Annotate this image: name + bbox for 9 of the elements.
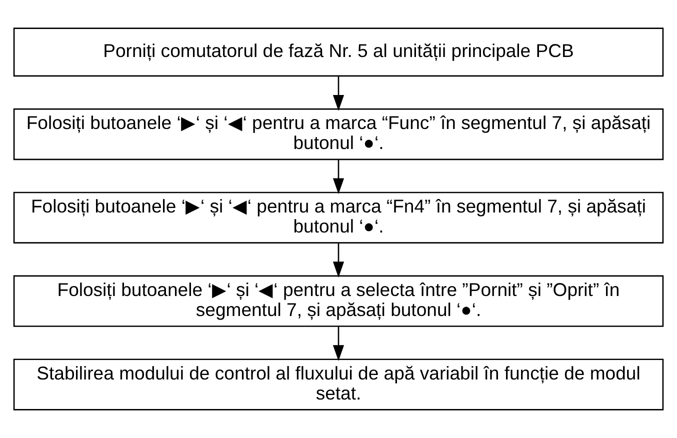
arrow [332, 243, 344, 278]
arrow [332, 76, 344, 111]
arrow [332, 160, 344, 194]
node-box: Folosiți butoanele ‘▶‘ și ‘◀‘ pentru a marca “Fn4” în segmentul 7, și apăsați butonul ‘●‘. [13, 192, 664, 244]
node-box: Stabilirea modului de control al fluxului de apă variabil în funcție de modul setat. [13, 358, 664, 410]
arrow [332, 326, 344, 361]
node-box: Porniți comutatorul de fază Nr. 5 al unității principale PCB [13, 28, 664, 77]
node-box: Folosiți butoanele ‘▶‘ și ‘◀‘ pentru a selecta între ”Pornit” și ”Oprit” în segmentul 7, și apăsați butonul ‘●‘. [13, 275, 664, 327]
node-box: Folosiți butoanele ‘▶‘ și ‘◀‘ pentru a marca “Func” în segmentul 7, și apăsați butonul ‘●‘. [13, 108, 664, 160]
